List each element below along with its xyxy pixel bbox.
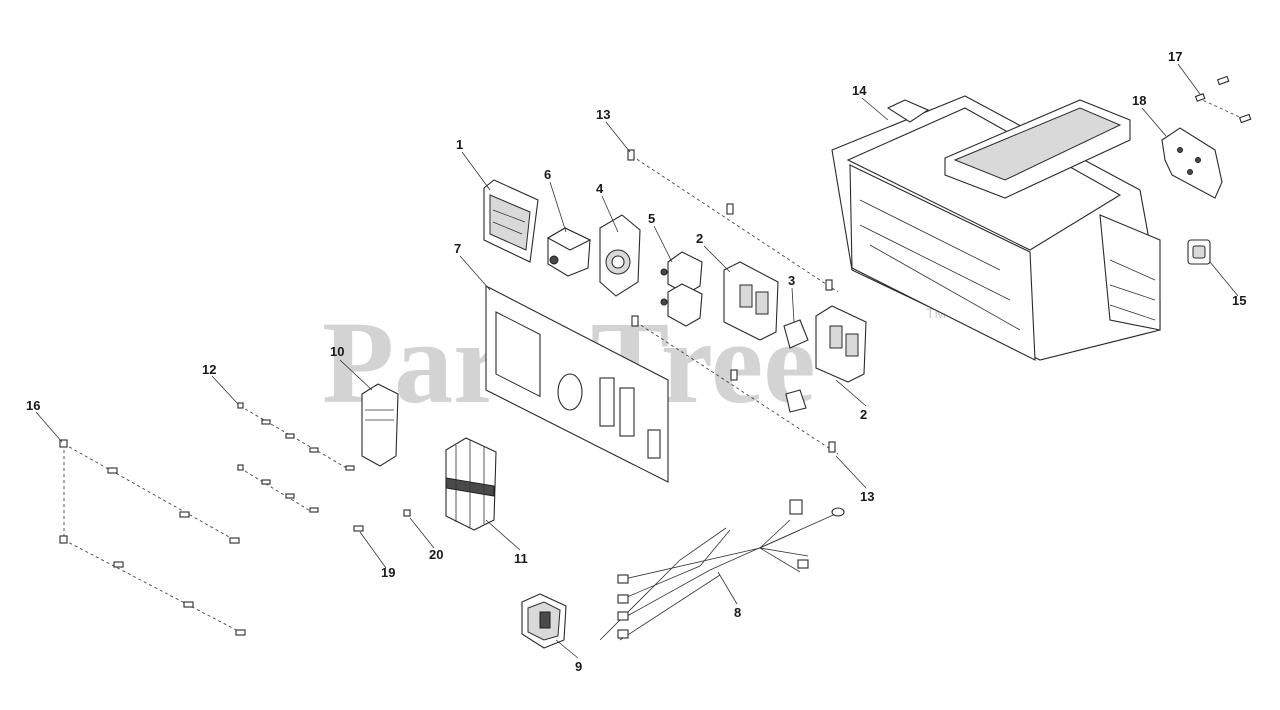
callout-leaders — [35, 63, 1239, 659]
callout-19: 19 — [381, 565, 395, 580]
part-8-wiring-harness[interactable] — [599, 499, 845, 641]
callout-13-upper: 13 — [596, 107, 610, 122]
part-2-gfci-receptacle-upper[interactable] — [723, 261, 779, 341]
part-10-rectifier[interactable] — [361, 383, 399, 467]
part-11-rectifier-assembly[interactable] — [445, 437, 497, 531]
part-6-relay[interactable] — [546, 227, 592, 277]
part-14-control-housing[interactable] — [831, 95, 1161, 361]
part-18-bracket[interactable] — [1161, 127, 1223, 199]
callout-3: 3 — [788, 273, 795, 288]
callout-17: 17 — [1168, 49, 1182, 64]
callout-12: 12 — [202, 362, 216, 377]
part-4-twist-lock-receptacle[interactable] — [599, 214, 641, 297]
callout-14: 14 — [852, 83, 867, 98]
part-12-screws[interactable] — [237, 402, 355, 513]
part-2-gfci-receptacle-lower[interactable] — [815, 305, 867, 383]
part-3-plate[interactable] — [783, 319, 809, 413]
part-20-nut[interactable] — [403, 509, 411, 517]
callout-1: 1 — [456, 137, 463, 152]
callout-10: 10 — [330, 344, 344, 359]
callout-11: 11 — [514, 551, 528, 566]
part-19-screw[interactable] — [353, 525, 364, 532]
callout-8: 8 — [734, 605, 741, 620]
callout-2-upper: 2 — [696, 231, 703, 246]
callout-6: 6 — [544, 167, 551, 182]
part-1-hour-meter[interactable] — [483, 179, 539, 263]
part-5-circuit-breakers[interactable] — [660, 251, 703, 327]
part-17-screws[interactable] — [1194, 75, 1252, 124]
callout-7: 7 — [454, 241, 461, 256]
callout-9: 9 — [575, 659, 582, 674]
callout-4: 4 — [596, 181, 604, 196]
part-9-rocker-switch[interactable] — [521, 593, 567, 649]
callout-5: 5 — [648, 211, 655, 226]
callout-20: 20 — [429, 547, 443, 562]
part-7-face-plate[interactable] — [485, 285, 669, 483]
part-13-clips[interactable] — [627, 149, 839, 455]
part-15-grommet[interactable] — [1187, 239, 1211, 265]
callout-13-lower: 13 — [860, 489, 874, 504]
callout-2-lower: 2 — [860, 407, 867, 422]
callout-labels: 1 2 2 3 4 5 6 7 8 9 10 11 12 13 13 14 15… — [26, 49, 1246, 674]
callout-15: 15 — [1232, 293, 1246, 308]
callout-18: 18 — [1132, 93, 1146, 108]
part-16-screws[interactable] — [59, 439, 246, 636]
callout-16: 16 — [26, 398, 40, 413]
